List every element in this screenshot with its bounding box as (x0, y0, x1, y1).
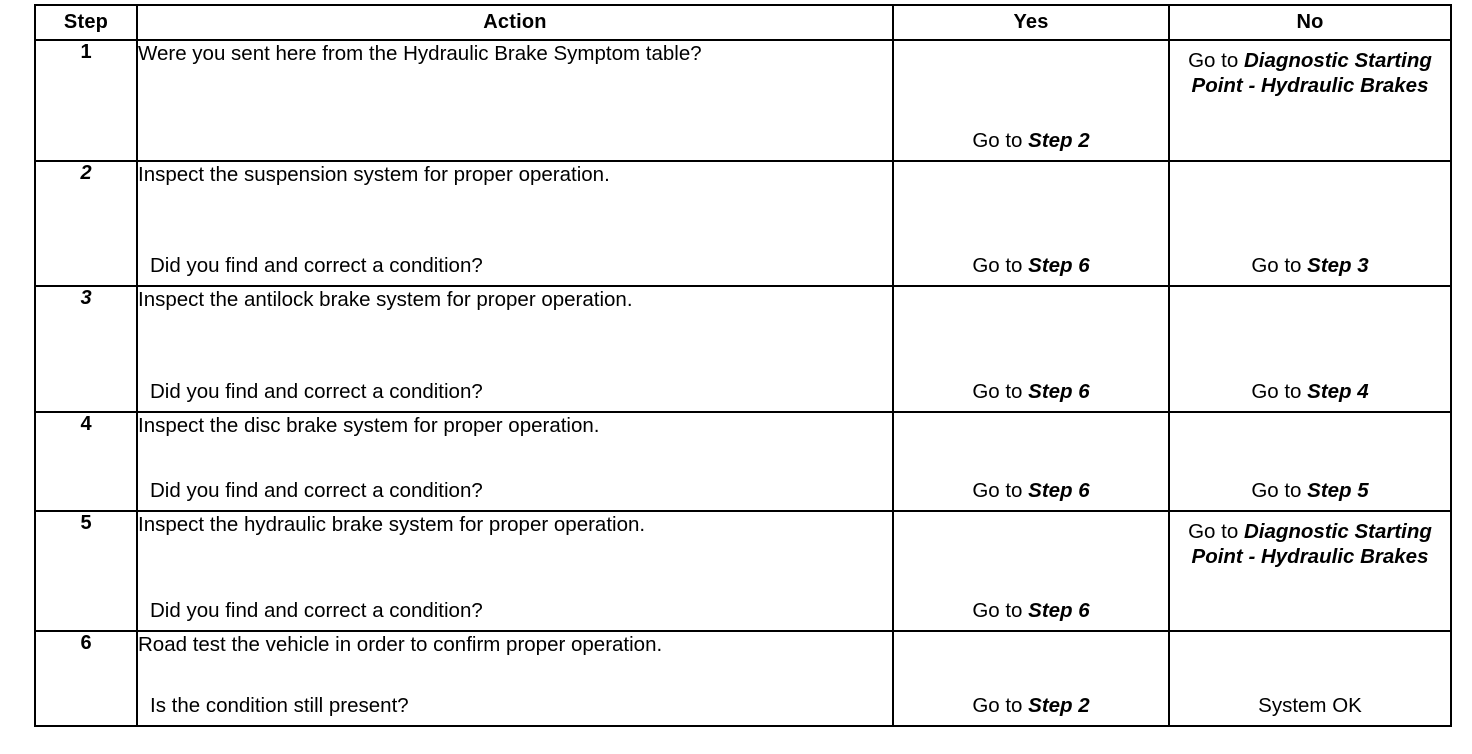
yes-answer-cell: Go to Step 6 (892, 510, 1170, 632)
no-answer-cell: Go to Step 4 (1168, 285, 1452, 413)
goto-target: Step 5 (1307, 479, 1369, 502)
goto-prefix: Go to (1251, 479, 1308, 502)
goto-target: Step 6 (1028, 254, 1090, 277)
answer-text: Go to Step 2 (894, 128, 1168, 153)
goto-target: Step 3 (1307, 254, 1369, 277)
action-question: Did you find and correct a condition? (150, 253, 483, 277)
yes-answer-cell: Go to Step 2 (892, 630, 1170, 727)
answer-text: Go to Step 4 (1170, 379, 1450, 404)
column-header-action: Action (136, 4, 894, 41)
goto-target: Step 2 (1028, 694, 1090, 717)
goto-prefix: Go to (1251, 380, 1308, 403)
goto-prefix: Go to (1251, 254, 1308, 277)
goto-target: Step 6 (1028, 599, 1090, 622)
no-answer-cell: System OK (1168, 630, 1452, 727)
goto-prefix: Go to (1188, 520, 1244, 543)
table-header: Step Action Yes No (34, 4, 1452, 41)
goto-prefix: Go to (972, 479, 1029, 502)
goto-target: Diagnostic Starting Point - Hydraulic Br… (1191, 49, 1432, 97)
goto-target: Step 6 (1028, 380, 1090, 403)
goto-target: Diagnostic Starting Point - Hydraulic Br… (1191, 520, 1432, 568)
answer-text: Go to Step 6 (894, 253, 1168, 278)
goto-prefix: Go to (972, 254, 1029, 277)
goto-target: Step 6 (1028, 479, 1090, 502)
answer-text: Go to Diagnostic Starting Point - Hydrau… (1170, 519, 1450, 569)
goto-prefix: Go to (972, 694, 1029, 717)
no-answer-cell: Go to Step 3 (1168, 160, 1452, 287)
action-question: Did you find and correct a condition? (150, 379, 483, 403)
action-statement: Road test the vehicle in order to confir… (138, 633, 663, 656)
goto-prefix: Go to (972, 129, 1029, 152)
no-answer-cell: Go to Step 5 (1168, 411, 1452, 512)
action-statement: Were you sent here from the Hydraulic Br… (138, 42, 702, 65)
goto-prefix: Go to (972, 380, 1029, 403)
answer-text: Go to Step 6 (894, 379, 1168, 404)
yes-answer-cell: Go to Step 6 (892, 285, 1170, 413)
action-cell: Inspect the disc brake system for proper… (136, 411, 894, 512)
action-statement: Inspect the disc brake system for proper… (138, 414, 600, 437)
column-header-no: No (1168, 4, 1452, 41)
goto-target: Step 2 (1028, 129, 1090, 152)
column-header-step: Step (34, 4, 138, 41)
yes-answer-cell: Go to Step 2 (892, 39, 1170, 162)
yes-answer-cell: Go to Step 6 (892, 160, 1170, 287)
action-statement: Inspect the suspension system for proper… (138, 163, 610, 186)
step-number-cell: 2 (34, 160, 138, 287)
action-cell: Road test the vehicle in order to confir… (136, 630, 894, 727)
action-question: Is the condition still present? (150, 693, 409, 717)
action-statement: Inspect the hydraulic brake system for p… (138, 513, 646, 536)
action-question: Did you find and correct a condition? (150, 598, 483, 622)
answer-text: Go to Step 3 (1170, 253, 1450, 278)
answer-text: Go to Diagnostic Starting Point - Hydrau… (1170, 48, 1450, 98)
answer-text: Go to Step 6 (894, 478, 1168, 503)
answer-text: System OK (1170, 693, 1450, 718)
step-number-cell: 6 (34, 630, 138, 727)
column-header-yes: Yes (892, 4, 1170, 41)
goto-target: Step 4 (1307, 380, 1369, 403)
action-statement: Inspect the antilock brake system for pr… (138, 288, 633, 311)
action-question: Did you find and correct a condition? (150, 478, 483, 502)
action-cell: Were you sent here from the Hydraulic Br… (136, 39, 894, 162)
action-cell: Inspect the antilock brake system for pr… (136, 285, 894, 413)
action-cell: Inspect the hydraulic brake system for p… (136, 510, 894, 632)
answer-text: Go to Step 2 (894, 693, 1168, 718)
step-number-cell: 3 (34, 285, 138, 413)
step-number-cell: 1 (34, 39, 138, 162)
header-row: Step Action Yes No (34, 4, 1452, 41)
yes-answer-cell: Go to Step 6 (892, 411, 1170, 512)
action-cell: Inspect the suspension system for proper… (136, 160, 894, 287)
answer-text: Go to Step 6 (894, 598, 1168, 623)
answer-result: System OK (1258, 694, 1362, 717)
no-answer-cell: Go to Diagnostic Starting Point - Hydrau… (1168, 39, 1452, 162)
goto-prefix: Go to (1188, 49, 1244, 72)
no-answer-cell: Go to Diagnostic Starting Point - Hydrau… (1168, 510, 1452, 632)
step-number-cell: 5 (34, 510, 138, 632)
answer-text: Go to Step 5 (1170, 478, 1450, 503)
step-number-cell: 4 (34, 411, 138, 512)
goto-prefix: Go to (972, 599, 1029, 622)
